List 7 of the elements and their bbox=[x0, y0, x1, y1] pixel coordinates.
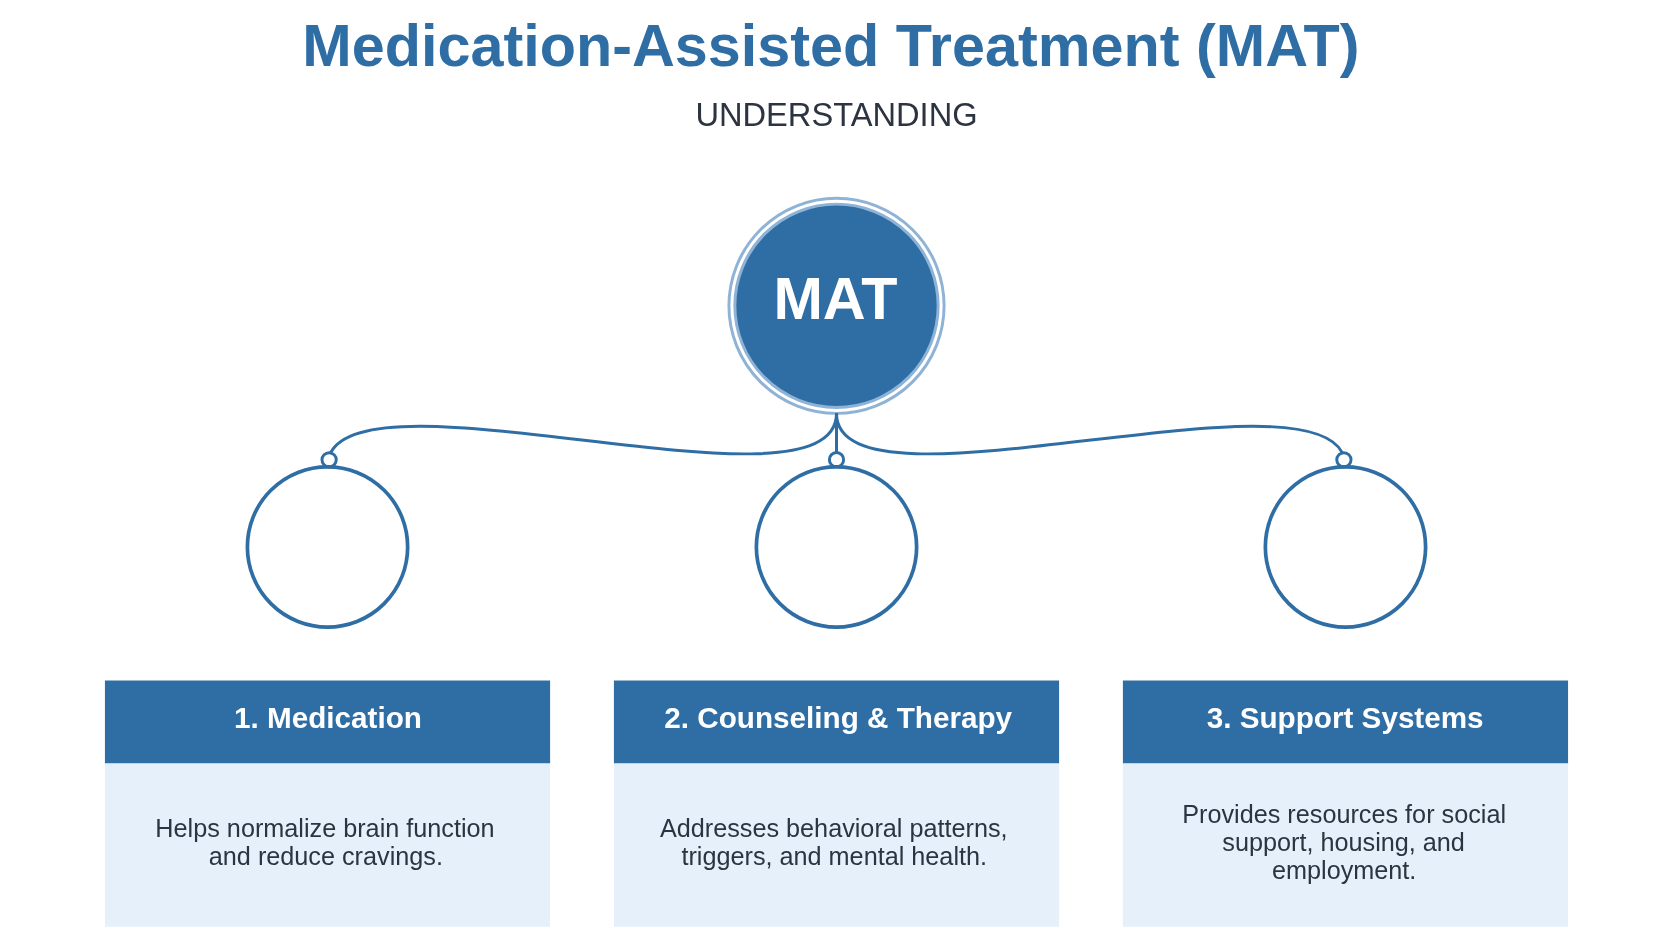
diagram-title: Medication-Assisted Treatment (MAT) bbox=[301, 12, 1360, 80]
connector bbox=[834, 412, 1352, 469]
node-circle: MAT bbox=[726, 196, 946, 415]
node-circle bbox=[245, 464, 409, 629]
node-circle bbox=[1263, 464, 1427, 629]
label: UNDERSTANDING bbox=[694, 96, 978, 134]
node-circle bbox=[754, 464, 918, 629]
